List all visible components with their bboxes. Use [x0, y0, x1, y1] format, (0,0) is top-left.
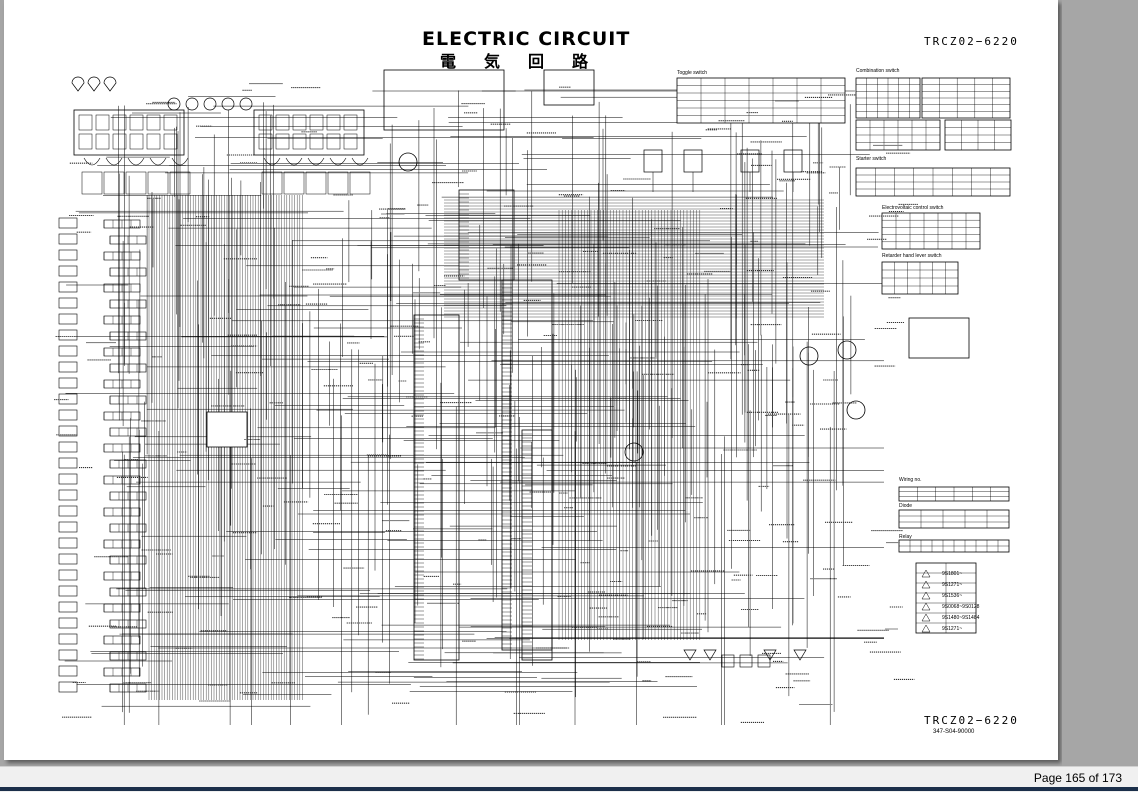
diode-label: Diode	[899, 503, 913, 509]
toggle-switch-label: Toggle switch	[677, 70, 708, 76]
diagram-title-jp: 電気回路	[440, 52, 617, 71]
schematic-page: ELECTRIC CIRCUIT 電気回路 TRCZ02−6220 TRCZ02…	[4, 0, 1058, 760]
taskbar-strip	[0, 787, 1138, 791]
viewer-margin	[1062, 0, 1138, 766]
retarder-lever-switch-label: Retarder hand lever switch	[882, 253, 942, 259]
starter-switch-label: Starter switch	[856, 156, 887, 162]
revision-entry: 9S1801~	[942, 571, 963, 577]
revision-entry: 9S1271~	[942, 582, 963, 588]
revision-entry: 9S1480~9S1484	[942, 615, 980, 621]
revision-entry: 9S1536~	[942, 593, 963, 599]
wiring-no-label: Wiring no.	[899, 477, 922, 483]
revision-entry: 9S1271~	[942, 626, 963, 632]
wiring-diagram	[54, 69, 1012, 725]
part-number: 347-S04-90000	[933, 729, 975, 735]
doc-code-bottom: TRCZ02−6220	[924, 714, 1019, 727]
relay-label: Relay	[899, 534, 912, 540]
diagram-title: ELECTRIC CIRCUIT	[422, 28, 631, 50]
document-viewer: ELECTRIC CIRCUIT 電気回路 TRCZ02−6220 TRCZ02…	[0, 0, 1138, 766]
page-indicator: Page 165 of 173	[1033, 771, 1122, 785]
revision-entry: 9S0068~9S0128	[942, 604, 980, 610]
electro-control-switch-label: Electrovoltaic control switch	[882, 205, 944, 211]
doc-code-top: TRCZ02−6220	[924, 35, 1019, 48]
combination-switch-label: Combination switch	[856, 68, 900, 74]
